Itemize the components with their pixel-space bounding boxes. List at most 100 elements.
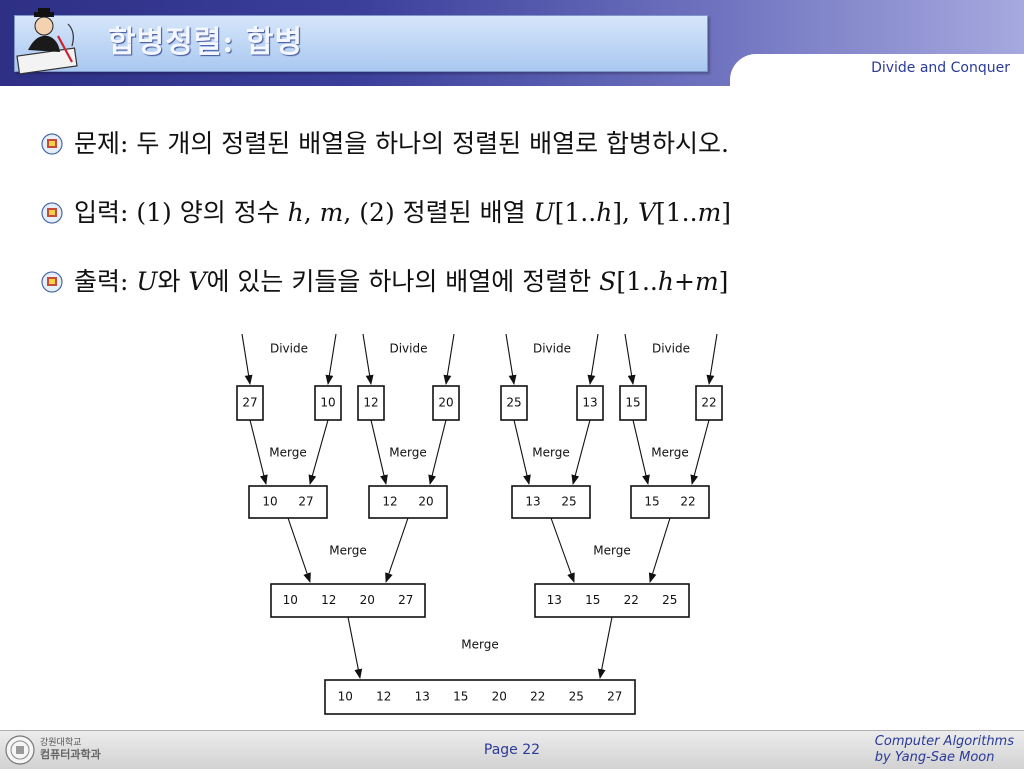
array-value: 22: [624, 593, 639, 607]
arrow: [249, 419, 268, 485]
array-value: 27: [607, 690, 622, 704]
array-value: 20: [418, 495, 433, 509]
array-value: 25: [561, 495, 576, 509]
arrow: [513, 419, 531, 485]
array-value: 12: [376, 690, 391, 704]
bullet-text: (1) 양의 정수: [136, 198, 288, 227]
array-value: 15: [453, 690, 468, 704]
emblem-bullet-icon: [41, 202, 63, 224]
bullet-text: ,: [303, 198, 320, 227]
bullet-input: 입력: (1) 양의 정수 h, m, (2) 정렬된 배열 U[1..h], …: [40, 191, 1000, 235]
array-value: 15: [644, 495, 659, 509]
divide-label: Divide: [652, 342, 690, 356]
arrow: [597, 616, 613, 679]
arrow: [325, 333, 337, 385]
array-value: 25: [569, 690, 584, 704]
divide-label: Divide: [389, 342, 427, 356]
arrow: [624, 333, 636, 385]
array-value: 13: [547, 593, 562, 607]
array-value: 25: [506, 396, 521, 410]
bullet-text: [1..: [554, 198, 597, 227]
var-h: h: [596, 198, 613, 227]
bullet-text: ],: [612, 198, 638, 227]
var-V: V: [637, 198, 657, 227]
var-U: U: [136, 267, 158, 296]
arrow: [443, 333, 455, 385]
arrow: [632, 419, 650, 485]
merged-pair-box: [368, 485, 448, 519]
divide-label: Divide: [533, 342, 571, 356]
topic-tab: Divide and Conquer: [730, 54, 1024, 86]
bullet-text: 두 개의 정렬된 배열을 하나의 정렬된 배열로 합병하시오.: [136, 129, 729, 158]
arrow: [690, 419, 710, 485]
merge-sort-diagram: Divide 27 10 Divide 12 20 Divide 25 13 Divide 15 22…: [236, 333, 723, 715]
arrow: [308, 419, 329, 485]
var-m: m: [319, 198, 344, 227]
title-banner: [14, 15, 708, 72]
bullet-problem: 문제: 두 개의 정렬된 배열을 하나의 정렬된 배열로 합병하시오.: [40, 122, 1000, 166]
arrow: [428, 419, 447, 485]
merge-label: Merge: [389, 446, 426, 460]
bullet-list: 문제: 두 개의 정렬된 배열을 하나의 정렬된 배열로 합병하시오. 입력: …: [40, 122, 1000, 329]
array-value: 12: [382, 495, 397, 509]
arrow: [385, 517, 409, 583]
var-S: S: [599, 267, 617, 296]
page-number: Page 22: [483, 742, 541, 758]
array-value: 10: [320, 396, 335, 410]
merged-pair-box: [630, 485, 710, 519]
array-value: 27: [242, 396, 257, 410]
bullet-text: +: [673, 267, 695, 296]
array-value: 22: [701, 396, 716, 410]
single-element-box: [695, 385, 723, 421]
arrow: [571, 419, 591, 485]
bullet-text: 에 있는 키들을 하나의 배열에 정렬한: [206, 267, 600, 296]
array-value: 12: [363, 396, 378, 410]
slide-header: 합병정렬: 합병 Divide and Conquer: [0, 0, 1024, 86]
var-U: U: [533, 198, 555, 227]
arrow: [706, 333, 718, 385]
arrow: [505, 333, 517, 385]
array-value: 22: [680, 495, 695, 509]
single-element-box: [432, 385, 460, 421]
merge-label: Merge: [329, 544, 366, 558]
final-array-box: [324, 679, 636, 715]
arrow: [370, 419, 388, 485]
array-value: 13: [582, 396, 597, 410]
array-value: 20: [492, 690, 507, 704]
array-value: 20: [360, 593, 375, 607]
arrow: [550, 517, 575, 583]
bullet-label: 문제:: [74, 129, 129, 158]
single-element-box: [357, 385, 385, 421]
array-value: 27: [398, 593, 413, 607]
single-element-box: [576, 385, 604, 421]
slide-footer: 강원대학교 컴퓨터과학과 Page 22 Computer Algorithms…: [0, 730, 1024, 769]
array-value: 15: [625, 396, 640, 410]
var-m: m: [694, 267, 719, 296]
merge-label: Merge: [269, 446, 306, 460]
array-value: 13: [525, 495, 540, 509]
array-value: 10: [338, 690, 353, 704]
array-value: 12: [321, 593, 336, 607]
emblem-bullet-icon: [41, 133, 63, 155]
arrow: [648, 517, 671, 583]
topic-label: Divide and Conquer: [871, 60, 1010, 76]
array-value: 25: [662, 593, 677, 607]
merged-pair-box: [248, 485, 328, 519]
department-line1: 강원대학교: [40, 738, 82, 748]
merged-quad-box: [270, 583, 426, 618]
divide-label: Divide: [270, 342, 308, 356]
bullet-text: 와: [157, 267, 189, 296]
credit-line1: Computer Algorithms: [874, 734, 1014, 749]
course-credit: Computer Algorithms by Yang-Sae Moon: [875, 734, 1014, 766]
credit-line2: by Yang-Sae Moon: [874, 750, 995, 765]
array-value: 20: [438, 396, 453, 410]
single-element-box: [236, 385, 264, 421]
array-value: 27: [298, 495, 313, 509]
var-m: m: [697, 198, 722, 227]
slide-title: 합병정렬: 합병: [108, 25, 304, 60]
arrow: [587, 333, 599, 385]
merge-label: Merge: [651, 446, 688, 460]
var-V: V: [188, 267, 207, 296]
var-h: h: [657, 267, 674, 296]
merge-label: Merge: [461, 638, 498, 652]
